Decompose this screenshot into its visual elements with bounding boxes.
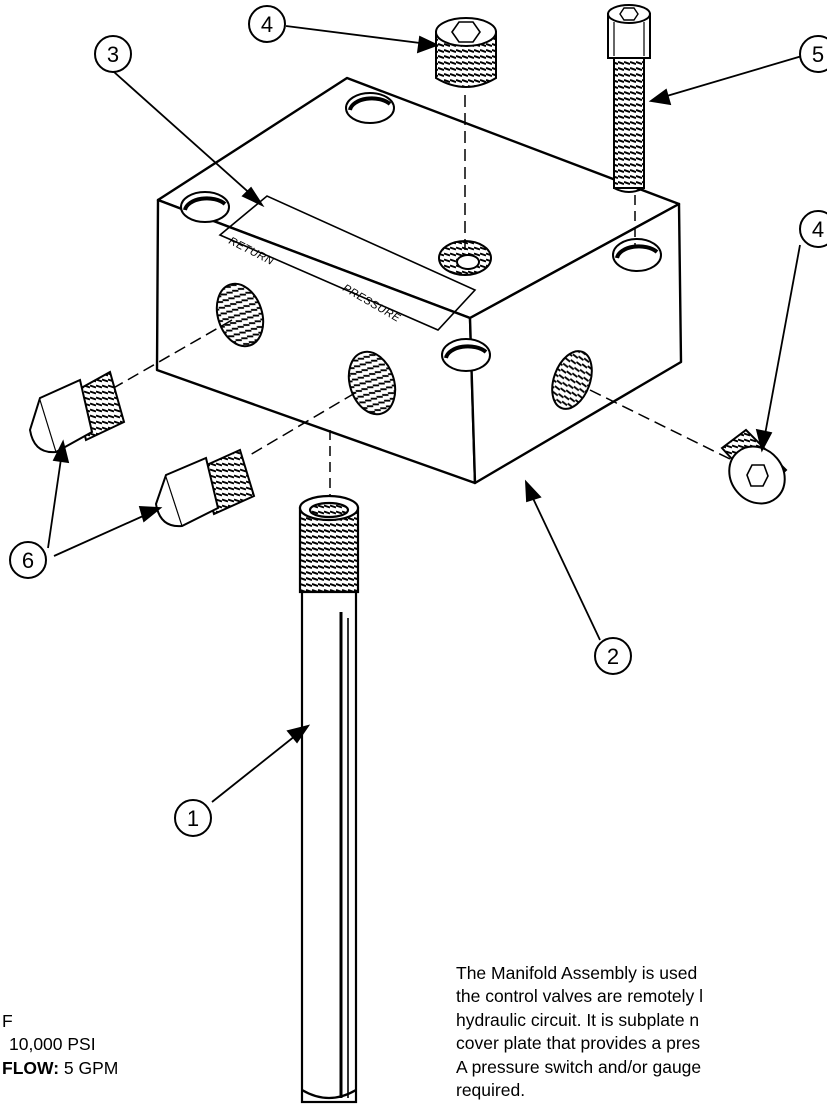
specifications: F 10,000 PSI FLOW: 5 GPM: [0, 1010, 118, 1080]
callout-2: 2: [607, 644, 619, 669]
callout-circle: [799, 35, 827, 73]
top-face-holes: [180, 92, 662, 372]
label-plate: [218, 195, 477, 331]
description-line: the control valves are remotely l: [456, 986, 704, 1007]
description-line: cover plate that provides a pres: [456, 1033, 701, 1054]
spec-flow: FLOW: 5 GPM: [0, 1057, 118, 1080]
description-line: A pressure switch and/or gauge: [456, 1056, 702, 1077]
pipe-plug-right: [720, 428, 788, 505]
hex-plug-upper: [28, 370, 126, 454]
callout-circle: [94, 35, 132, 73]
callout-circle: [799, 210, 827, 248]
pipe-plug-top: [435, 17, 497, 88]
callout-numbers: 3 4 5 4 6 2 1: [22, 12, 824, 831]
callouts: [9, 5, 827, 837]
callout-4-right: 4: [812, 217, 824, 242]
callout-circle: [594, 637, 632, 675]
block-right-face: [468, 202, 683, 485]
pressure-port: [347, 350, 397, 416]
callout-circle: [248, 5, 286, 43]
cap-screw: [607, 4, 651, 193]
callout-4-top: 4: [261, 12, 273, 37]
spec-pressure: 10,000 PSI: [9, 1034, 96, 1055]
flow-label: FLOW:: [2, 1057, 60, 1078]
hex-plug-lower: [154, 448, 256, 528]
callout-6: 6: [22, 548, 34, 573]
description-text: The Manifold Assembly is used the contro…: [456, 962, 827, 1102]
description-line: required.: [456, 1079, 526, 1100]
callout-3: 3: [107, 42, 119, 67]
tube: [298, 494, 360, 1104]
manifold-block: [155, 76, 683, 485]
spec-line-1: F: [2, 1011, 13, 1031]
callout-circle: [9, 541, 47, 579]
side-ports: [215, 282, 593, 416]
callout-5: 5: [812, 42, 824, 67]
description-line: The Manifold Assembly is used: [456, 963, 698, 983]
callout-1: 1: [187, 806, 199, 831]
callout-circle: [174, 799, 212, 837]
side-port: [551, 350, 593, 410]
flow-value: 5 GPM: [63, 1057, 119, 1078]
description-line: hydraulic circuit. It is subplate n: [456, 1009, 700, 1030]
assembly-lines: [109, 95, 733, 500]
return-port: [215, 282, 265, 348]
leader-lines: [47, 25, 803, 803]
